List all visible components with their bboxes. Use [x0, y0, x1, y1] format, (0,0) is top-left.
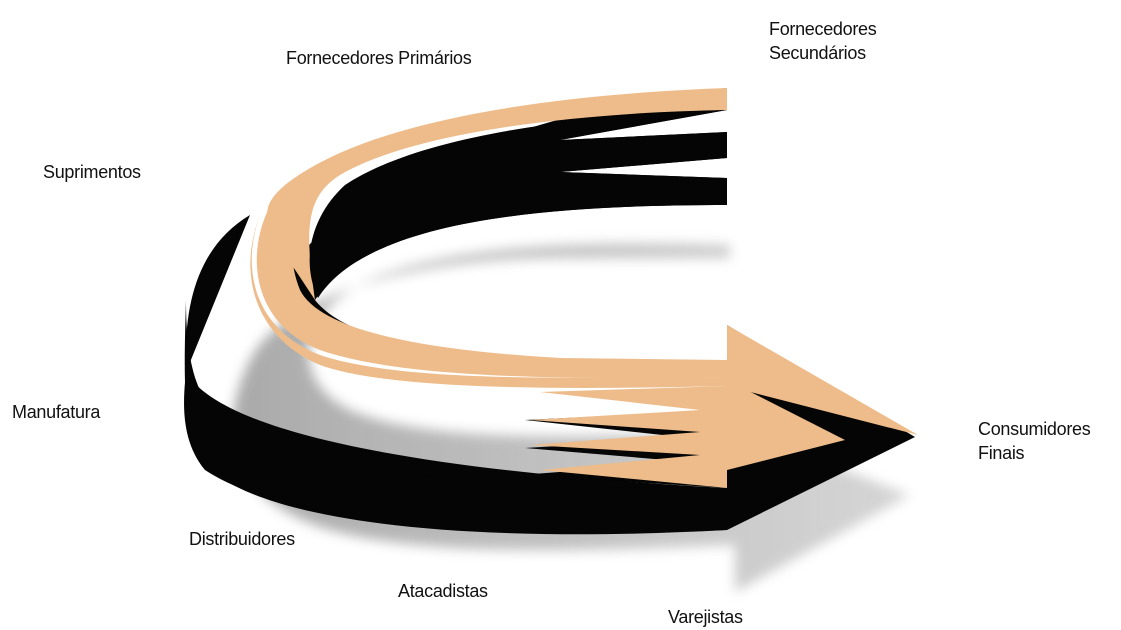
label-suprimentos: Suprimentos [43, 160, 141, 184]
label-atacadistas: Atacadistas [398, 579, 488, 603]
label-fornecedores-secundarios-line1: Fornecedores [769, 17, 876, 41]
label-fornecedores-primarios: Fornecedores Primários [286, 46, 471, 70]
label-consumidores-finais-line1: Consumidores [978, 417, 1090, 441]
label-fornecedores-secundarios-line2: Secundários [769, 41, 876, 65]
label-fornecedores-secundarios: Fornecedores Secundários [769, 17, 876, 65]
label-manufatura: Manufatura [12, 400, 100, 424]
label-consumidores-finais-line2: Finais [978, 441, 1090, 465]
arrow-inner-surface [310, 110, 727, 298]
label-consumidores-finais: Consumidores Finais [978, 417, 1090, 465]
label-distribuidores: Distribuidores [189, 527, 295, 551]
label-varejistas: Varejistas [668, 605, 743, 629]
